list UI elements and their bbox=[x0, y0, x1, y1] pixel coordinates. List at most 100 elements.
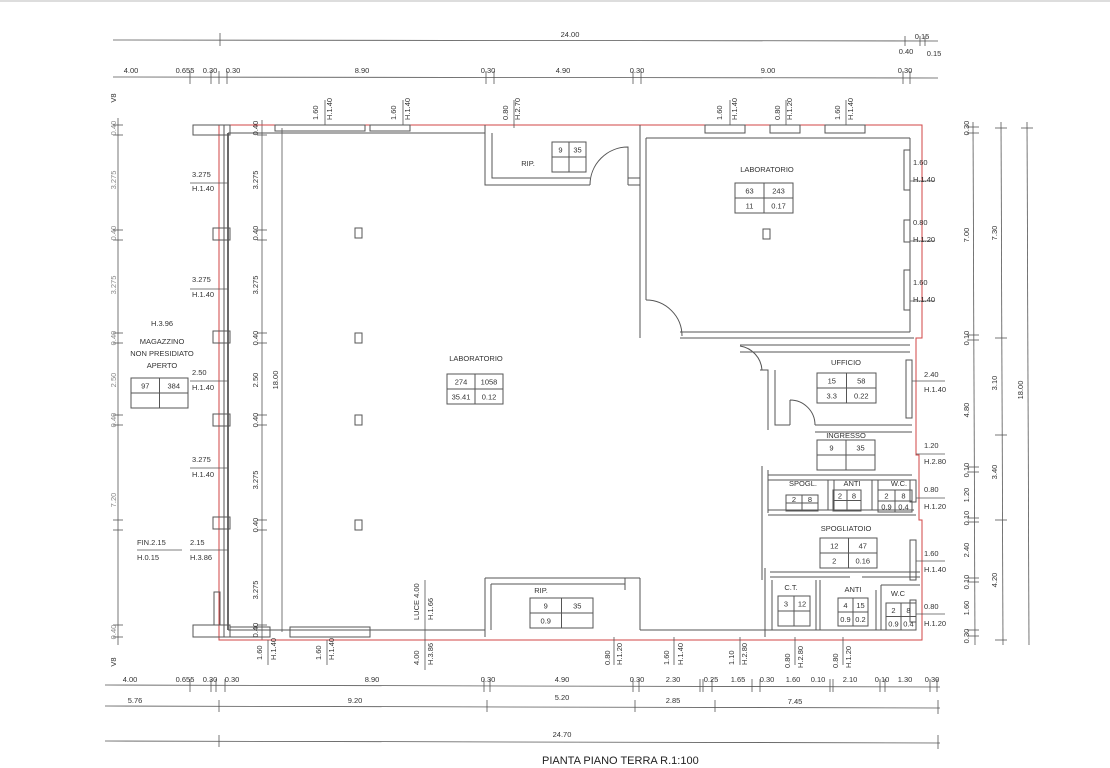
room-data-cell: 243 bbox=[772, 187, 785, 196]
room-data-cell: 63 bbox=[745, 187, 753, 196]
dimension-label: 9.20 bbox=[348, 696, 363, 705]
room-data-cell: 1058 bbox=[481, 378, 498, 387]
dimension-label: 0.30 bbox=[481, 66, 496, 75]
opening-label: 2.15 bbox=[190, 538, 205, 547]
opening-label: H.1.20 bbox=[924, 619, 946, 628]
dimension-label: 8.90 bbox=[365, 675, 380, 684]
overall-width-bottom: 24.70 bbox=[553, 730, 572, 739]
opening-label: H.1.40 bbox=[403, 98, 412, 120]
opening-label: H.1.20 bbox=[844, 646, 853, 668]
opening-label: LUCE 4.00 bbox=[412, 583, 421, 620]
room-name: RIP. bbox=[521, 159, 535, 168]
pillar bbox=[354, 227, 363, 239]
opening-label: H.1.40 bbox=[924, 385, 946, 394]
magazzino-name-3: APERTO bbox=[147, 361, 178, 370]
opening-label: 1.60 bbox=[255, 645, 264, 660]
overall-depth: 18.00 bbox=[1016, 381, 1025, 400]
dimension-label: 0.40 bbox=[251, 121, 260, 136]
dimension-label: 2.50 bbox=[109, 373, 118, 388]
dimension-label: 4.90 bbox=[556, 66, 571, 75]
dimension-label: 0.25 bbox=[704, 675, 719, 684]
magazzino-height: H.3.96 bbox=[151, 319, 173, 328]
dimension-label: 3.275 bbox=[251, 581, 260, 600]
room-data-cell: 47 bbox=[859, 542, 867, 551]
opening-label: H.3.86 bbox=[426, 643, 435, 665]
room-data-cell: 9 bbox=[544, 602, 548, 611]
dimension-label: 7.00 bbox=[962, 228, 971, 243]
room-data-cell: 0.17 bbox=[771, 202, 786, 211]
room-data-cell: 384 bbox=[167, 382, 180, 391]
opening-label: 3.275 bbox=[192, 455, 211, 464]
room-data-cell: 35 bbox=[856, 444, 864, 453]
dimension-label: 4.00 bbox=[123, 675, 138, 684]
dimension-label: 0.10 bbox=[962, 331, 971, 346]
dimension-label: 0.40 bbox=[251, 623, 260, 638]
room-data-cell: 9 bbox=[829, 444, 833, 453]
dimension-label: 4.90 bbox=[555, 675, 570, 684]
opening-label: 2.40 bbox=[924, 370, 939, 379]
room-name: UFFICIO bbox=[831, 358, 861, 367]
dimension-label: 0.30 bbox=[203, 66, 218, 75]
room-data-cell: 0.4 bbox=[898, 503, 908, 512]
opening-label: H.1.66 bbox=[426, 598, 435, 620]
room-data-cell: 4 bbox=[843, 601, 847, 610]
dimension-label: 9.00 bbox=[761, 66, 776, 75]
room-data-cell: 8 bbox=[901, 492, 905, 501]
opening-label: H.0.15 bbox=[137, 553, 159, 562]
room-data-cell: 2 bbox=[891, 606, 895, 615]
dimension-label: 3.10 bbox=[990, 376, 999, 391]
dimension-label: 1.60 bbox=[962, 601, 971, 616]
dimension-label: 7.30 bbox=[990, 226, 999, 241]
dimension-label: 7.20 bbox=[109, 493, 118, 508]
opening-label: 0.80 bbox=[603, 650, 612, 665]
opening-label: H.2.70 bbox=[513, 98, 522, 120]
opening-label: H.1.40 bbox=[192, 383, 214, 392]
room-data-cell: 0.12 bbox=[482, 393, 497, 402]
room-data-cell: 274 bbox=[455, 378, 468, 387]
dimension-label: 1.65 bbox=[731, 675, 746, 684]
dimension-label: 4.00 bbox=[124, 66, 139, 75]
room-name: SPOGL. bbox=[789, 479, 817, 488]
dimension-label: 3.275 bbox=[251, 471, 260, 490]
opening-label: H.1.40 bbox=[913, 175, 935, 184]
room-data-cell: 2 bbox=[832, 557, 836, 566]
dimension-label: 0.30 bbox=[962, 121, 971, 136]
opening-label: 2.50 bbox=[192, 368, 207, 377]
plan-title: PIANTA PIANO TERRA R.1:100 bbox=[542, 755, 699, 767]
dimension-label: 0.40 bbox=[109, 625, 118, 640]
room-name: C.T. bbox=[784, 583, 797, 592]
opening-label: H.3.86 bbox=[190, 553, 212, 562]
dimension-label: 0.30 bbox=[225, 675, 240, 684]
opening-label: H.1.20 bbox=[924, 502, 946, 511]
room-data-cell: 0.2 bbox=[855, 615, 865, 624]
room-data-cell: 9 bbox=[558, 146, 562, 155]
opening-label: 0.80 bbox=[924, 485, 939, 494]
room-data-cell: 35.41 bbox=[452, 393, 471, 402]
room-data-cell: 97 bbox=[141, 382, 149, 391]
opening-label: H.1.40 bbox=[325, 98, 334, 120]
opening-label: 0.80 bbox=[924, 602, 939, 611]
magazzino-name-2: NON PRESIDIATO bbox=[130, 349, 194, 358]
opening-label: 0.80 bbox=[831, 653, 840, 668]
dimension-label: 1.60 bbox=[786, 675, 801, 684]
room-data-cell: 0.16 bbox=[855, 557, 870, 566]
room-data-cell: 0.9 bbox=[881, 503, 891, 512]
opening-label: 1.60 bbox=[389, 105, 398, 120]
opening-label: H.1.40 bbox=[192, 290, 214, 299]
room-name: RIP. bbox=[534, 586, 548, 595]
opening-label: 0.80 bbox=[783, 653, 792, 668]
opening-label: H.1.40 bbox=[269, 638, 278, 660]
dimension-label: 4.20 bbox=[990, 573, 999, 588]
dimension-label: 18.00 bbox=[271, 371, 280, 390]
dimension-label: 0.10 bbox=[811, 675, 826, 684]
room-data-cell: 3.3 bbox=[827, 392, 837, 401]
room-data-cell: 0.9 bbox=[541, 617, 551, 626]
